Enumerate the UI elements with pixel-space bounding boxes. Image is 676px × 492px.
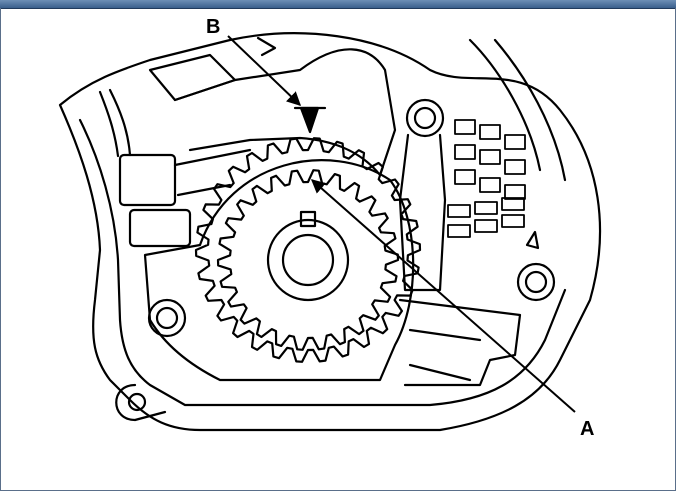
woodruff-key	[299, 210, 317, 228]
gear-hub-inner	[281, 233, 335, 287]
louver-grid	[447, 119, 526, 238]
bolt-lower-left	[147, 298, 187, 338]
pointer-mark	[299, 106, 320, 134]
lower-right-bracket	[398, 298, 522, 387]
connector-upper	[118, 153, 177, 207]
wire-harness	[108, 88, 132, 157]
bolt-upper-right	[405, 98, 445, 138]
gear-hub-outer	[266, 218, 350, 302]
connector-lower	[128, 208, 192, 248]
callout-a-label: A	[580, 418, 595, 440]
mounting-ear	[115, 383, 167, 422]
gear-cover-plate	[143, 159, 415, 382]
small-notch-right	[525, 230, 540, 250]
tensioner-arm	[398, 133, 447, 292]
upper-housing	[173, 48, 397, 177]
leader-b	[227, 35, 302, 106]
bolt-right	[516, 262, 556, 302]
small-tab	[256, 36, 277, 57]
window-title-bar	[0, 0, 676, 9]
lower-rack	[408, 363, 472, 382]
inner-crank-gear	[216, 169, 400, 351]
inner-casing-line	[78, 118, 567, 407]
outer-timing-gear	[194, 137, 422, 363]
callout-b-label: B	[206, 16, 221, 38]
leader-a	[310, 179, 576, 413]
engine-casing-outline	[58, 32, 602, 432]
